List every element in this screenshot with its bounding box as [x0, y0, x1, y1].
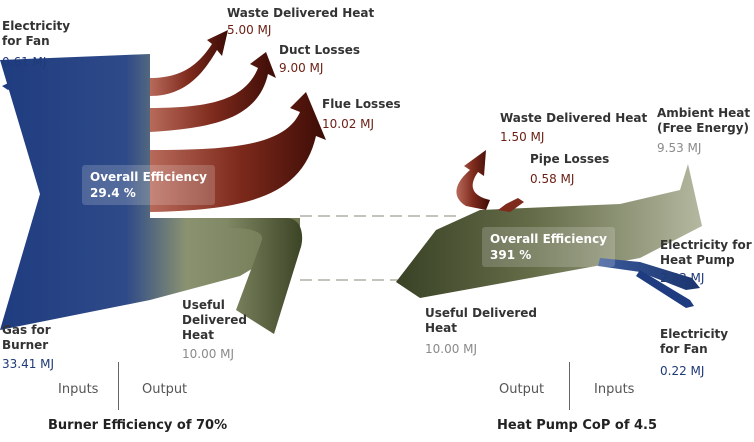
heatpump-caption: Heat Pump CoP of 4.5 [497, 418, 658, 433]
useful-heat-left-label: Useful Delivered Heat [182, 298, 247, 342]
hp-waste-heat-value: 1.50 MJ [500, 130, 545, 144]
heatpump-main-flow [396, 164, 702, 298]
left-axis-divider [118, 362, 119, 410]
flue-losses-value: 10.02 MJ [322, 117, 375, 131]
hp-waste-heat-arrow [456, 150, 490, 210]
fan-electricity-value: 0.61 MJ [2, 55, 47, 69]
useful-heat-right-label: Useful Delivered Heat [425, 306, 538, 335]
heatpump-electricity-flow [598, 258, 700, 290]
flue-losses-label: Flue Losses [322, 97, 401, 111]
burner-caption: Burner Efficiency of 70% [48, 418, 228, 433]
heatpump-efficiency-badge: Overall Efficiency 391 % [482, 227, 616, 267]
pipe-losses-arrow [498, 198, 524, 212]
pipe-losses-value: 0.58 MJ [530, 172, 575, 186]
duct-losses-label: Duct Losses [279, 43, 360, 57]
duct-losses-value: 9.00 MJ [279, 61, 324, 75]
hp-fan-electricity-flow [636, 270, 694, 308]
waste-heat-label: Waste Delivered Heat [227, 6, 375, 20]
burner-inputs-label: Inputs [58, 382, 99, 397]
hp-electricity-value: 2.33 MJ [660, 271, 705, 285]
gas-burner-value: 33.41 MJ [2, 357, 55, 371]
hp-fan-electricity-value: 0.22 MJ [660, 364, 705, 378]
hp-fan-electricity-label: Electricity for Fan [660, 327, 729, 356]
duct-losses-arrow [150, 52, 276, 132]
waste-heat-value: 5.00 MJ [227, 23, 272, 37]
useful-heat-flow-left [228, 218, 303, 334]
hp-electricity-label: Electricity for Heat Pump [660, 238, 752, 267]
pipe-losses-label: Pipe Losses [530, 152, 610, 166]
burner-output-label: Output [142, 382, 188, 397]
flue-losses-arrow [150, 92, 326, 212]
hp-waste-heat-label: Waste Delivered Heat [500, 111, 648, 125]
hp-inputs-label: Inputs [594, 382, 635, 397]
waste-heat-arrow [150, 30, 228, 96]
ambient-heat-value: 9.53 MJ [657, 141, 702, 155]
right-axis-divider [569, 362, 570, 410]
burner-efficiency-badge: Overall Efficiency 29.4 % [82, 165, 216, 205]
useful-heat-left-value: 10.00 MJ [182, 347, 235, 361]
fan-electricity-label: Electricity for Fan [2, 19, 71, 48]
ambient-heat-label: Ambient Heat (Free Energy) [657, 106, 751, 135]
gas-burner-label: Gas for Burner [2, 323, 51, 352]
useful-heat-right-value: 10.00 MJ [425, 342, 478, 356]
hp-output-label: Output [499, 382, 545, 397]
